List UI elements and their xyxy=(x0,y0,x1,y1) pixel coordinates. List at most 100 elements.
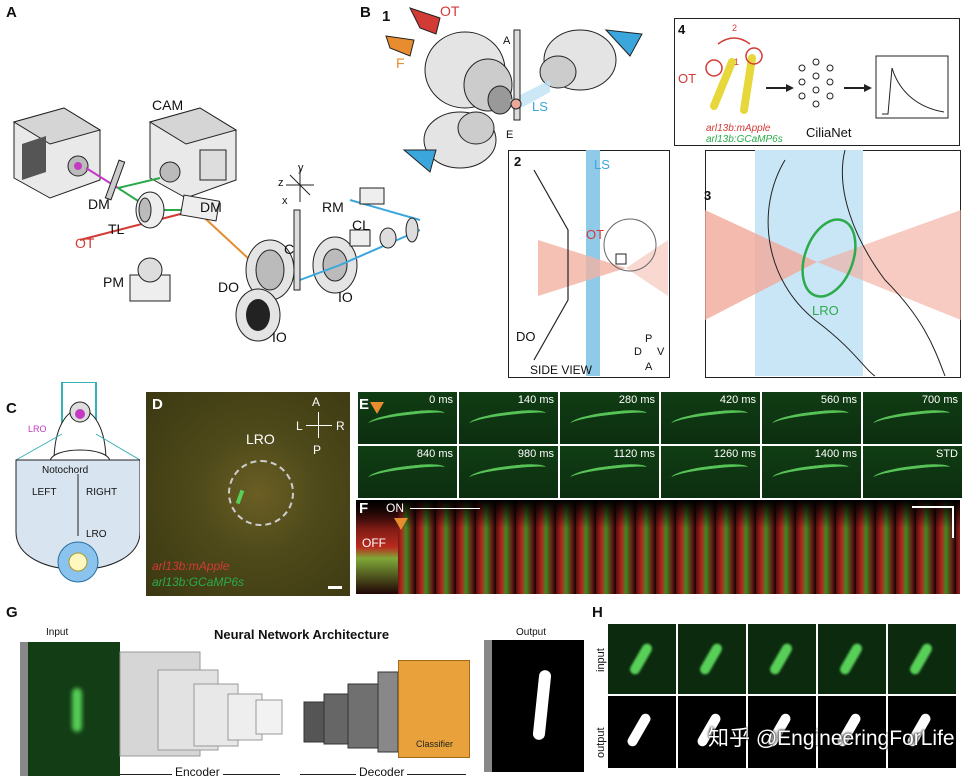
ot-label-a: OT xyxy=(75,235,95,251)
panel-label-d: D xyxy=(152,396,163,413)
step-1-label: 1 xyxy=(382,8,391,25)
h-input-frame xyxy=(748,624,816,694)
frame-time-label: 140 ms xyxy=(517,394,554,406)
do-objective xyxy=(235,239,295,342)
lro-zoom-diagram xyxy=(705,150,961,377)
cilium-signal xyxy=(698,641,724,677)
cilium-signal xyxy=(670,462,749,483)
h-output-frame xyxy=(888,696,956,768)
cilium-signal xyxy=(569,462,648,483)
rot-step-1: 1 xyxy=(734,57,740,67)
frame-time-label: 560 ms xyxy=(820,394,857,406)
rot-step-2: 2 xyxy=(732,23,738,33)
cilium-signal xyxy=(872,408,951,429)
cilium-signal xyxy=(468,462,547,483)
lro-label-c: LRO xyxy=(28,424,47,434)
camera-left xyxy=(12,107,102,199)
panel-label-f: F xyxy=(359,500,369,517)
h-output-frame xyxy=(608,696,676,768)
lro-micrograph xyxy=(146,392,350,596)
cl-label: CL xyxy=(352,217,370,233)
timelapse-frame: 840 ms xyxy=(358,446,457,498)
ot-label-side: OT xyxy=(586,227,605,242)
dm-label-2: DM xyxy=(200,199,222,215)
h-output-frame xyxy=(748,696,816,768)
panel-label-c: C xyxy=(6,400,17,417)
cilianet-label: CiliaNet xyxy=(806,125,852,140)
right-label: RIGHT xyxy=(86,487,118,498)
classifier-block xyxy=(398,660,470,758)
h-input-frame xyxy=(608,624,676,694)
frame-time-label: 1260 ms xyxy=(713,448,756,460)
cilium-signal xyxy=(908,641,934,677)
camera-cam xyxy=(148,107,238,199)
input-label-g: Input xyxy=(46,627,69,638)
cilium-signal xyxy=(768,641,794,677)
optical-setup-diagram xyxy=(12,107,421,342)
cilium-signal xyxy=(771,408,850,429)
gcamp-label-4: arl13b:GCaMP6s xyxy=(706,134,783,145)
timelapse-frame: 560 ms xyxy=(762,392,861,444)
decoder-label: Decoder xyxy=(356,766,408,778)
tl-label: TL xyxy=(108,221,125,237)
orient-a-d: A xyxy=(312,395,321,409)
cilianet-diagram xyxy=(705,37,949,119)
timelapse-frame: STD xyxy=(863,446,962,498)
output-image-g xyxy=(484,640,584,772)
ot-label-b: OT xyxy=(440,3,460,19)
embryo-diagram xyxy=(15,382,140,583)
panel-label-e: E xyxy=(359,396,370,413)
cilium-mask xyxy=(625,711,653,749)
io-label-2: IO xyxy=(272,329,287,345)
do-label-side: DO xyxy=(516,329,536,344)
side-view-label: SIDE VIEW xyxy=(530,363,593,377)
frame-time-label: 1120 ms xyxy=(613,448,655,460)
cilium-signal xyxy=(872,462,951,483)
apple-label-4: arl13b:mApple xyxy=(706,123,771,134)
stim-arrow-e xyxy=(370,402,384,414)
input-label-h: input xyxy=(595,648,607,672)
orient-cross-h-d xyxy=(306,425,332,426)
cilium-signal xyxy=(367,462,446,483)
watermark: 知乎 @EngineeringForLife xyxy=(708,727,955,750)
encoder-label: Encoder xyxy=(172,766,223,778)
panel-label-h: H xyxy=(592,604,603,621)
orient-p-d: P xyxy=(313,443,322,457)
side-view-diagram xyxy=(533,150,668,376)
timelapse-frame: 140 ms xyxy=(459,392,558,444)
cam-label: CAM xyxy=(152,97,184,113)
do-label-a: DO xyxy=(218,279,239,295)
frame-time-label: 280 ms xyxy=(618,394,655,406)
axis-y-label: y xyxy=(298,162,304,174)
cilium-signal xyxy=(838,641,864,677)
orient-l-d: L xyxy=(296,419,303,433)
segmentation-examples xyxy=(608,624,960,782)
cilium-signal xyxy=(468,408,547,429)
step-2-label: 2 xyxy=(514,154,522,169)
dm-label-1: DM xyxy=(88,196,110,212)
h-input-frame xyxy=(678,624,746,694)
ot-label-4: OT xyxy=(678,71,697,86)
frame-time-label: STD xyxy=(936,448,958,460)
h-input-frame xyxy=(818,624,886,694)
f-label: F xyxy=(396,55,405,71)
step-4-label: 4 xyxy=(678,22,686,37)
stim-arrow-f xyxy=(394,518,408,530)
timelapse-frame: 980 ms xyxy=(459,446,558,498)
frame-time-label: 980 ms xyxy=(517,448,554,460)
panel-label-g: G xyxy=(6,604,18,621)
c-label: C xyxy=(284,241,295,257)
timelapse-frame: 0 ms xyxy=(358,392,457,444)
cilium-signal xyxy=(670,408,749,429)
scale-bar-d xyxy=(328,586,342,589)
encoder-blocks xyxy=(119,651,283,757)
objective-assembly xyxy=(385,7,643,173)
classifier-label: Classifier xyxy=(416,739,454,749)
panel-label-b: B xyxy=(360,4,371,21)
a-label-b: A xyxy=(503,35,511,47)
orient-a: A xyxy=(645,361,653,373)
timelapse-frame: 1260 ms xyxy=(661,446,760,498)
frame-time-label: 840 ms xyxy=(416,448,453,460)
output-label-g: Output xyxy=(516,627,547,638)
orient-v: V xyxy=(657,346,665,358)
